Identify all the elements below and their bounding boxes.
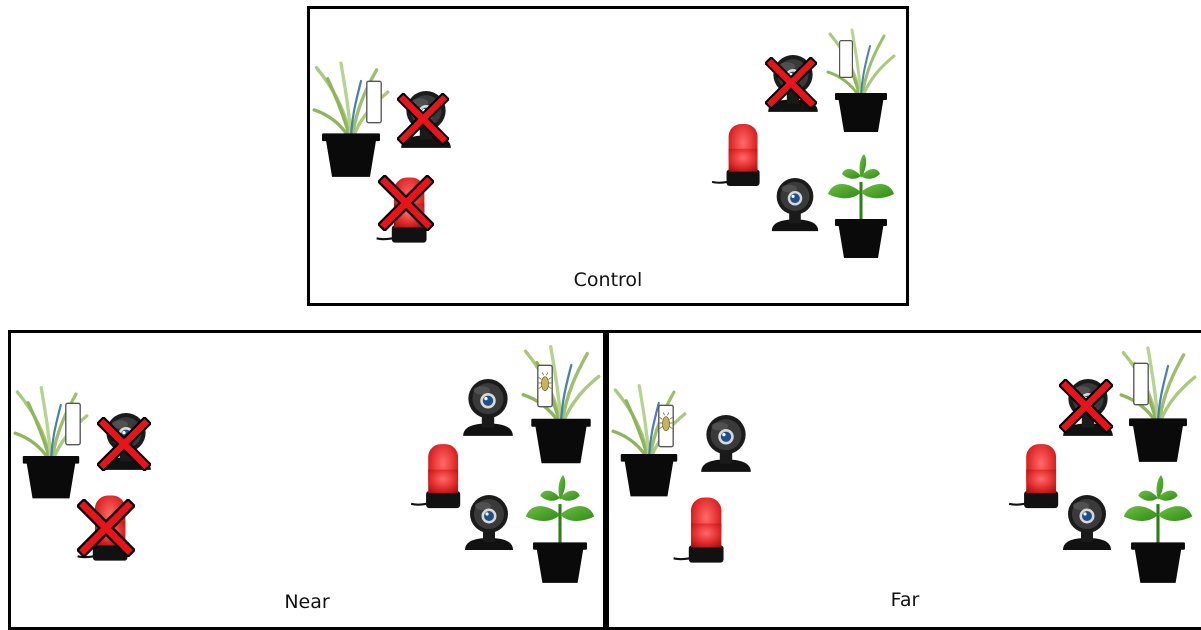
- webcam-icon: [701, 415, 751, 472]
- grass-plant-icon: [1119, 346, 1197, 464]
- seedling-plant-icon: [826, 152, 896, 260]
- red-light-icon: [1008, 442, 1060, 510]
- red-light-icon: [410, 442, 462, 510]
- webcam-icon: [463, 379, 513, 436]
- panel-label: Far: [890, 589, 920, 611]
- grass-plant-icon: [611, 383, 687, 499]
- panel-control: Control: [307, 6, 909, 306]
- grass-plant-icon: [521, 344, 601, 466]
- seedling-plant-icon: [1122, 473, 1194, 585]
- near-scene: [13, 344, 601, 585]
- webcam-icon: [771, 177, 819, 232]
- seedling-plant-icon: [524, 473, 596, 585]
- panel-label: Near: [284, 591, 330, 613]
- panel-near: Near: [8, 330, 606, 630]
- red-light-icon: [672, 496, 725, 564]
- sticky-trap-icon: [65, 402, 81, 446]
- panel-far: Far: [606, 330, 1201, 630]
- sticky-trap-icon: [366, 80, 382, 124]
- sticky-trap-icon: [1133, 362, 1149, 406]
- red-light-icon: [711, 122, 761, 188]
- webcam-icon: [1063, 495, 1111, 550]
- far-scene: [611, 346, 1197, 585]
- grass-plant-icon: [826, 28, 896, 134]
- webcam-icon: [465, 495, 513, 550]
- sticky-trap-icon: [838, 39, 854, 79]
- control-scene: [312, 28, 896, 260]
- panel-label: Control: [573, 269, 643, 291]
